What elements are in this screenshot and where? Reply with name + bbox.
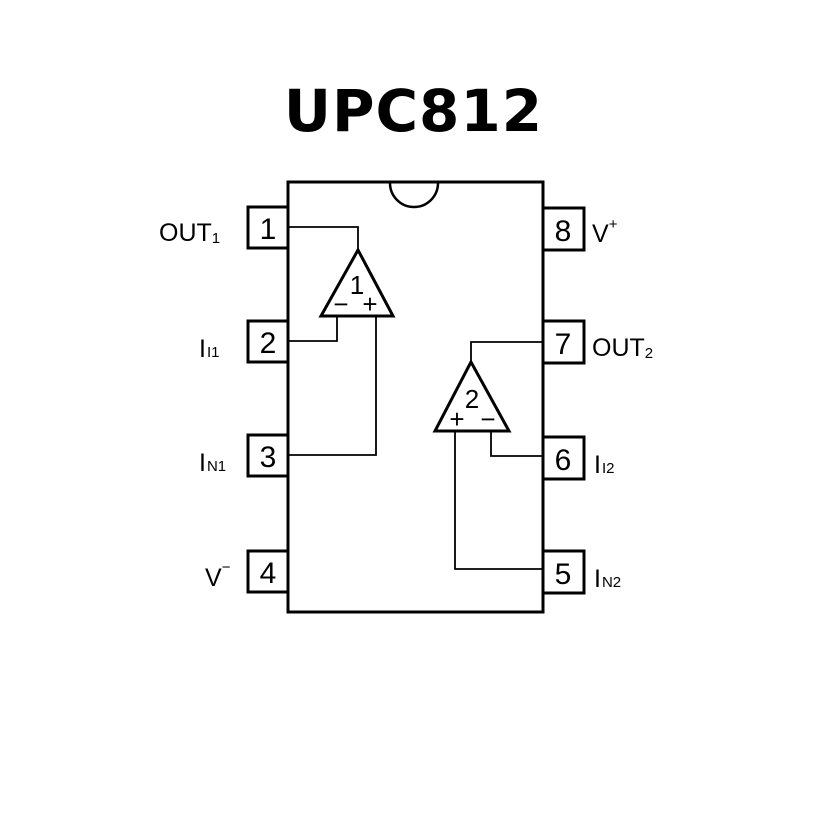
pin-number: 7: [555, 328, 572, 361]
page-title: UPC812: [283, 77, 544, 145]
pin-3: 3 IN1: [199, 433, 290, 478]
pin-8: 8 V+: [541, 206, 618, 252]
pin-number: 5: [555, 558, 572, 591]
pin-5: 5 IN2: [541, 549, 621, 595]
op-amp-2: 2 + −: [432, 358, 512, 434]
pin-label: OUT1: [159, 219, 220, 247]
pin-label: II2: [594, 451, 614, 479]
amp-noninverting-sign: +: [449, 404, 464, 434]
amp-2-wiring: [454, 341, 542, 570]
amp-inverting-sign: −: [333, 289, 348, 319]
amp-inverting-sign: −: [480, 404, 495, 434]
amp-noninverting-sign: +: [362, 289, 377, 319]
chip-notch: [388, 182, 440, 209]
pin-2: 2 II1: [199, 319, 290, 364]
pin-number: 4: [260, 557, 277, 590]
pin-1: 1 OUT1: [159, 205, 290, 250]
chip-body: [286, 180, 545, 614]
pin-number: 6: [555, 444, 572, 477]
amp-1-wiring: [289, 226, 377, 456]
amp-number: 2: [465, 384, 479, 414]
pin-label: IN1: [199, 449, 226, 477]
pin-label: OUT2: [592, 334, 653, 362]
pin-label: V−: [205, 559, 231, 592]
pin-7: 7 OUT2: [541, 319, 653, 365]
pin-number: 8: [555, 215, 572, 248]
pin-number: 1: [260, 213, 277, 246]
pin-6: 6 II2: [541, 435, 614, 481]
pin-label: II1: [199, 335, 219, 363]
pin-number: 2: [260, 327, 277, 360]
pin-label: IN2: [594, 565, 621, 593]
pin-4: 4 V−: [205, 549, 290, 594]
amp-number: 1: [350, 270, 364, 300]
op-amp-1: 1 − +: [318, 246, 396, 319]
pin-label: V+: [592, 216, 618, 248]
pin-number: 3: [260, 441, 277, 474]
